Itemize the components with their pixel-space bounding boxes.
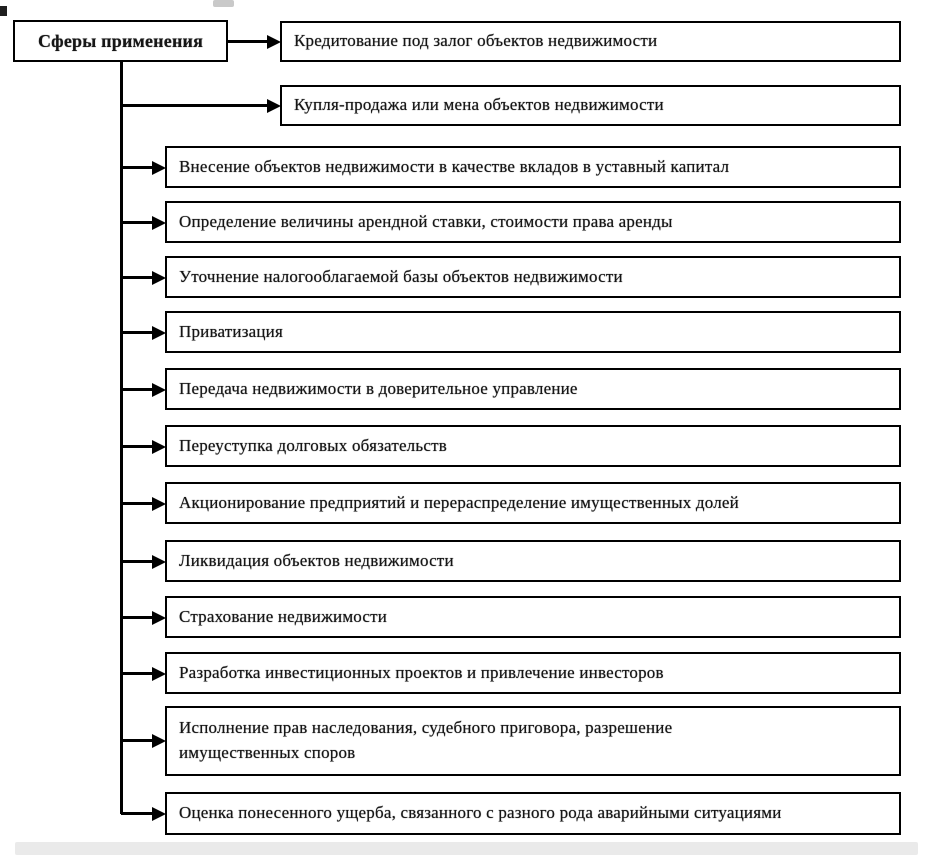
root-box: Сферы применения [13,20,228,62]
scan-artifact-bottom-band [15,842,918,855]
connector-arrow [121,666,166,681]
connector-arrow [121,496,166,511]
connector-arrow [121,806,166,821]
flow-box: Внесение объектов недвижимости в качеств… [165,146,901,188]
arrowhead-icon [152,554,166,569]
arrowhead-icon [152,610,166,625]
arrowhead-icon [152,325,166,340]
connector-arrow [121,610,166,625]
flow-box: Страхование недвижимости [165,596,901,638]
flow-box: Акционирование предприятий и перераспред… [165,482,901,524]
connector-arrow [121,215,166,230]
connector-arrow [121,325,166,340]
flow-box: Купля-продажа или мена объектов недвижим… [280,85,901,126]
flow-box: Ликвидация объектов недвижимости [165,540,901,582]
scan-artifact-corner [0,6,7,16]
connector-arrow [121,270,166,285]
connector-arrow [121,554,166,569]
connector-arrow [121,733,166,748]
connector-arrow [121,439,166,454]
flow-box: Уточнение налогооблагаемой базы объектов… [165,256,901,298]
arrowhead-icon [152,666,166,681]
arrowhead-icon [267,98,281,113]
arrowhead-icon [152,439,166,454]
flow-box: Исполнение прав наследования, судебного … [165,706,901,776]
connector-arrow [228,34,281,49]
connector-arrow [121,382,166,397]
trunk-line [120,62,123,814]
arrowhead-icon [152,806,166,821]
flow-box: Приватизация [165,311,901,353]
flow-box: Кредитование под залог объектов недвижим… [280,21,901,62]
flow-box: Передача недвижимости в доверительное уп… [165,368,901,410]
arrowhead-icon [152,160,166,175]
arrowhead-icon [152,215,166,230]
arrowhead-icon [267,34,281,49]
connector-arrow [121,160,166,175]
arrowhead-icon [152,382,166,397]
flow-box: Переуступка долговых обязательств [165,425,901,467]
flow-box: Разработка инвестиционных проектов и при… [165,652,901,694]
arrowhead-icon [152,496,166,511]
scan-artifact-smudge [213,0,234,7]
flow-box: Оценка понесенного ущерба, связанного с … [165,792,901,835]
flow-box: Определение величины арендной ставки, ст… [165,201,901,243]
connector-arrow [121,98,281,113]
arrowhead-icon [152,270,166,285]
arrowhead-icon [152,733,166,748]
